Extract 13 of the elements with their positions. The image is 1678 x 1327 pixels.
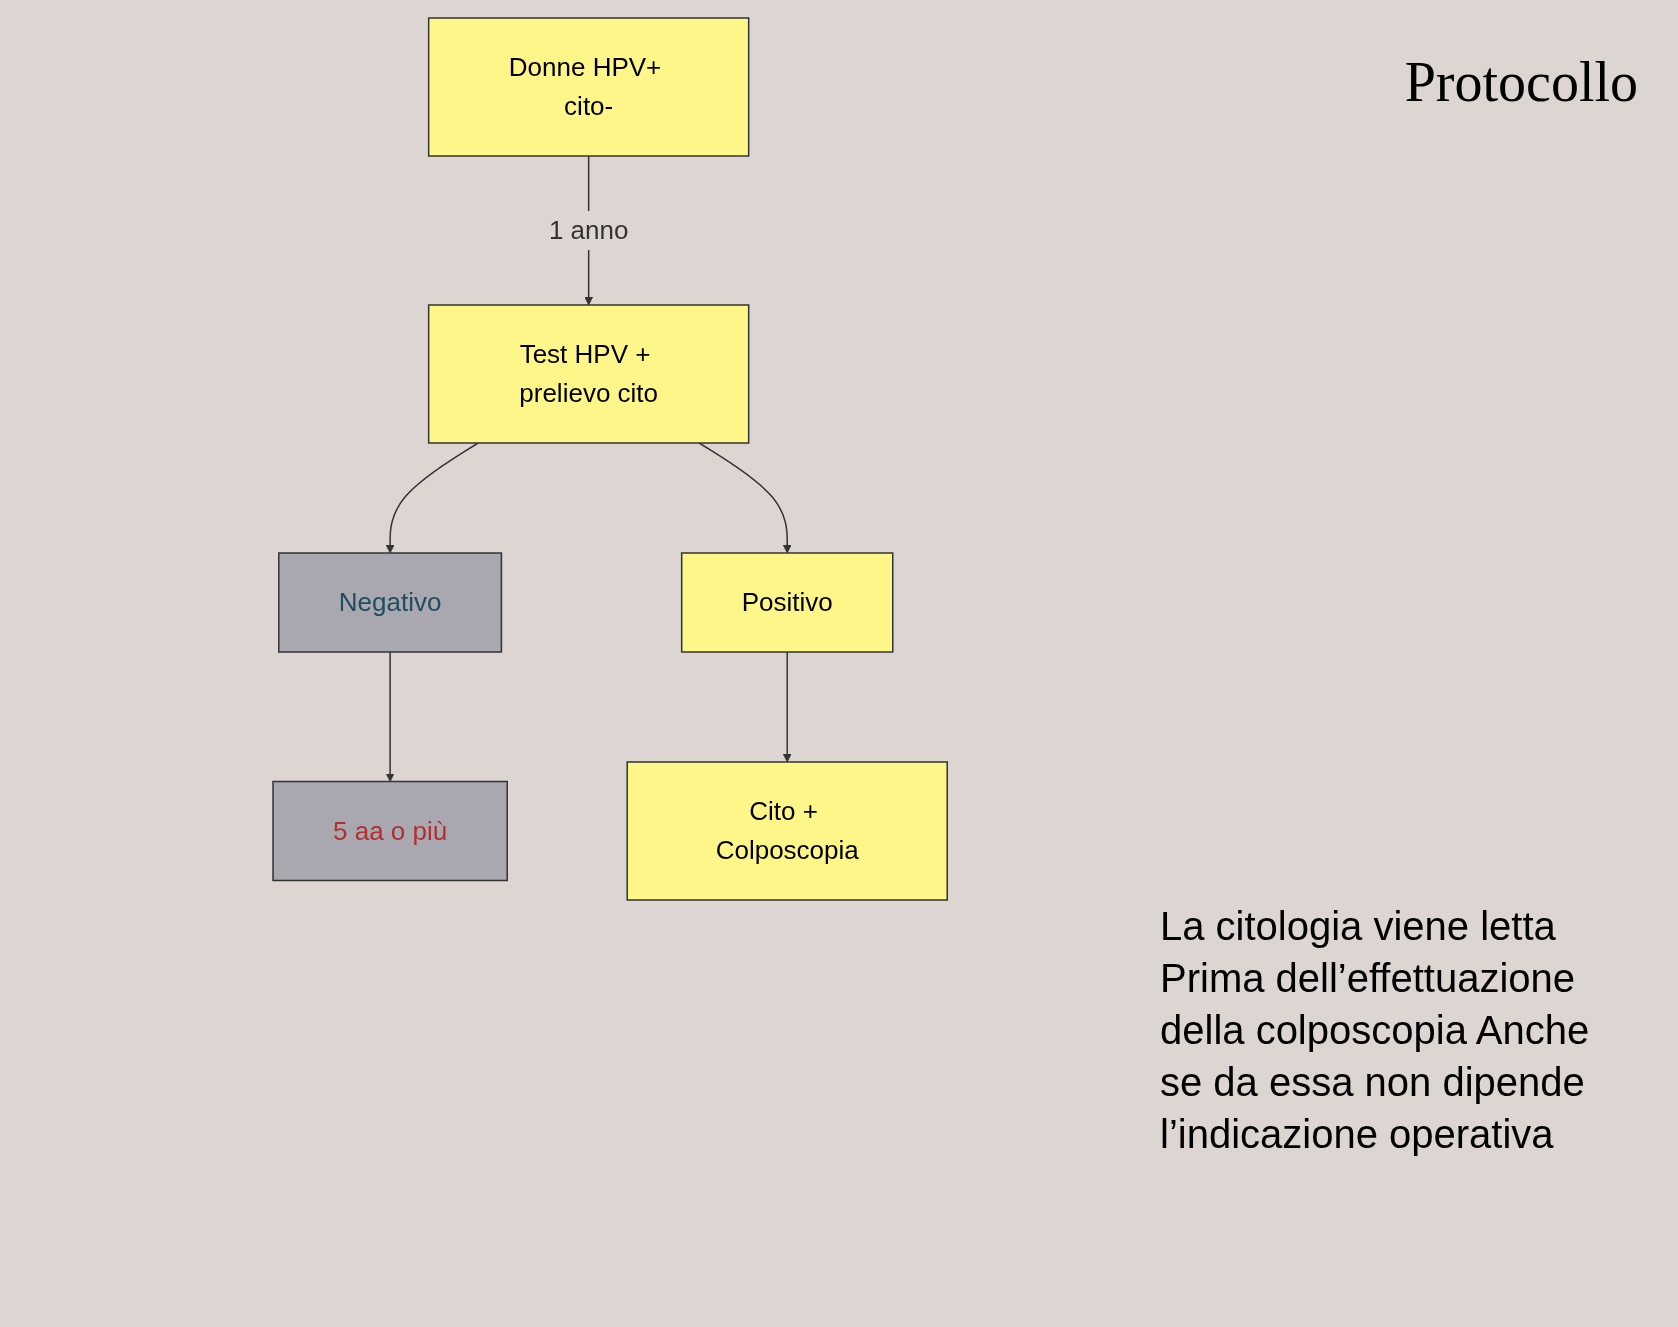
arrow	[698, 442, 792, 554]
title: Protocollo	[1404, 50, 1638, 114]
node-box: Cito + Colposcopia	[626, 761, 948, 901]
node-box: Test HPV + prelievo cito	[427, 304, 750, 444]
node-box: Positivo	[680, 552, 894, 653]
note-text: La citologia viene letta Prima dell’effettuazione della colposcopia Anche se da essa non dipende l’indicazione operativa	[1160, 903, 1591, 1158]
arrow	[385, 651, 395, 782]
node-box: Negativo	[277, 552, 503, 653]
node-box: 5 aa o più	[272, 780, 508, 882]
arrow	[385, 442, 479, 554]
node-box: Donne HPV+ cito-	[427, 17, 750, 157]
edge-label: 1 anno	[548, 215, 629, 245]
arrow	[782, 651, 792, 763]
